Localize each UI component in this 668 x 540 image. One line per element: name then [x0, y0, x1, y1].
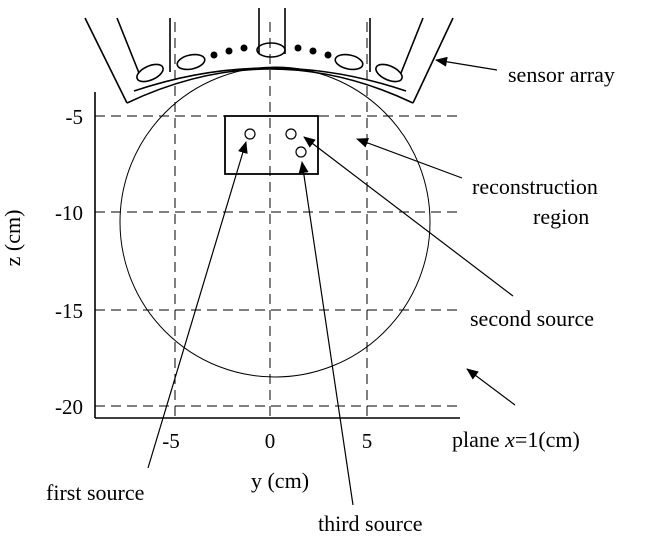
sensor-dot	[309, 47, 317, 55]
reconstruction-region-box	[224, 115, 319, 175]
third-source-label: third source	[318, 511, 422, 536]
first-source-label: first source	[46, 480, 144, 505]
y-tick-0: 0	[265, 429, 276, 453]
third-source-arrow	[298, 161, 354, 506]
sensor-ellipsis-dots	[210, 44, 332, 59]
z-axis-label: z (cm)	[0, 210, 25, 267]
sensor-array-label: sensor array	[508, 62, 615, 87]
sensor-array-arrow	[435, 56, 498, 71]
reconstruction-region-label-line2: region	[533, 204, 589, 229]
sensor-array-inner-arc	[133, 67, 407, 92]
z-tick-neg15: -15	[55, 299, 83, 323]
z-tick-neg5: -5	[66, 105, 84, 129]
head-circle	[119, 66, 431, 378]
first-source-marker	[244, 128, 256, 140]
sensor-dot	[240, 44, 248, 52]
sensor-coil-3	[256, 42, 286, 58]
sensor-coil-5	[375, 63, 403, 83]
sensor-tube-right-edge	[412, 17, 454, 104]
second-source-label: second source	[470, 306, 594, 331]
y-tick-neg5: -5	[162, 429, 180, 453]
sensor-coil-4	[334, 53, 364, 71]
sensor-tube-4-inner	[400, 17, 424, 74]
plane-arrow	[466, 368, 516, 406]
y-tick-5: 5	[362, 429, 373, 453]
second-source-marker	[285, 128, 297, 140]
sensor-dot	[210, 51, 218, 59]
sensor-tube-left-edge	[84, 17, 128, 104]
sensor-array	[84, 8, 454, 104]
sensor-coil-2	[176, 53, 206, 71]
y-axis-label: y (cm)	[251, 468, 309, 493]
plane-label: plane x=1(cm)	[452, 427, 580, 452]
first-source-arrow	[147, 141, 248, 469]
plane-label-variable: x	[504, 427, 515, 452]
sensor-dot	[225, 47, 233, 55]
annotation-arrows	[147, 56, 516, 506]
z-tick-neg10: -10	[55, 201, 83, 225]
reconstruction-region-label-line1: reconstruction	[472, 174, 598, 199]
z-tick-neg20: -20	[55, 395, 83, 419]
second-source-arrow	[303, 136, 514, 297]
plane-label-suffix: =1(cm)	[515, 427, 580, 452]
sensor-dot	[294, 44, 302, 52]
sensor-tube-1-inner	[116, 17, 140, 74]
sensor-array-outer-arc	[126, 68, 414, 104]
sensor-coil-1	[136, 63, 164, 83]
reconstruction-region-arrow	[356, 138, 463, 179]
plane-label-prefix: plane	[452, 427, 505, 452]
axes	[94, 92, 460, 419]
sensor-dot	[324, 51, 332, 59]
third-source-marker	[295, 146, 307, 158]
sources	[244, 128, 307, 158]
